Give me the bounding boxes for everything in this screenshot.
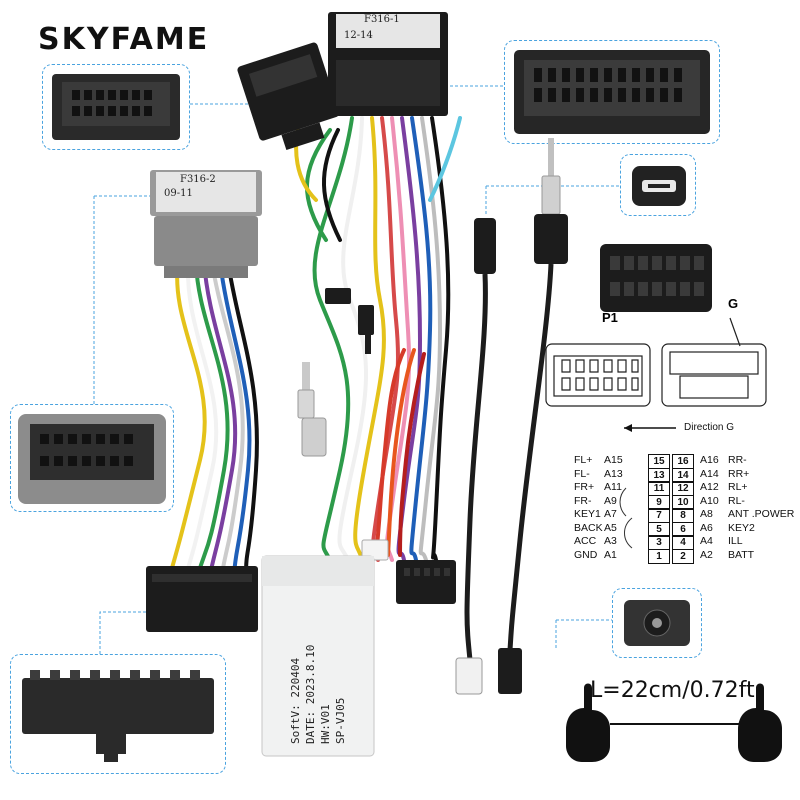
pin-number-right: 6 [672, 521, 694, 537]
mini-usb-face [632, 166, 686, 206]
iso-connector-top [600, 244, 712, 312]
branch-connector-small [325, 288, 374, 354]
pin-right-code: A12 [700, 481, 719, 493]
connector-small-white [361, 539, 389, 561]
canbox-line-3: HW:V01 [319, 704, 332, 744]
gray-connector-label-2: 09-11 [164, 188, 193, 199]
pin-number-left: 15 [648, 454, 670, 469]
direction-label: Direction G [684, 422, 735, 433]
pin-number-right: 4 [672, 535, 694, 550]
pin-right-code: A4 [700, 535, 713, 547]
pin-number-left: 1 [648, 548, 670, 564]
canbox-text: SoftV: 220404 DATE: 2023.8.10 HW:V01 SP-… [288, 554, 348, 744]
pin-left-code: A5 [604, 521, 617, 534]
antenna-adapter [297, 362, 327, 457]
pin-number-right: 8 [672, 508, 694, 523]
pin-number-left: 11 [648, 481, 670, 496]
connector-top-main [328, 12, 448, 116]
pin-right-code: A16 [700, 454, 719, 466]
pin-right-code: A8 [700, 508, 713, 520]
pin-number-left: 3 [648, 535, 670, 550]
pin-right-name: RL+ [728, 481, 748, 493]
pin-right-name: RR+ [728, 467, 750, 480]
pin-number-left: 13 [648, 467, 670, 483]
pin-left-name: FL+ [574, 454, 593, 466]
pin-number-left: 9 [648, 494, 670, 510]
pin-left-code: A1 [604, 548, 617, 561]
pin-number-right: 14 [672, 467, 694, 483]
length-indicator [566, 683, 782, 762]
pin-right-name: ANT .POWER [728, 508, 795, 520]
pin-left-name: BACK [574, 521, 603, 534]
pin-number-left: 7 [648, 508, 670, 523]
wire-bundle-center [294, 116, 462, 562]
cable-antenna [498, 138, 568, 694]
pin-left-name: KEY1 [574, 508, 601, 520]
pin-right-code: A6 [700, 521, 713, 534]
pin-right-name: RL- [728, 494, 745, 507]
pin-table-brackets [619, 487, 633, 549]
pin-left-code: A3 [604, 535, 617, 547]
direction-arrow [624, 424, 676, 432]
connector-face-gray [18, 414, 166, 504]
top-connector-label-1: F316-1 [364, 14, 400, 25]
brand-logo: SKYFAME [38, 22, 210, 57]
pin-number-left: 5 [648, 521, 670, 537]
pin-right-name: KEY2 [728, 521, 755, 534]
pin-left-name: FL- [574, 467, 590, 480]
connector-side-bottom-left [22, 670, 214, 762]
connector-face-top-right [514, 50, 710, 134]
label-g: G [728, 296, 739, 311]
connector-small-black [396, 560, 456, 604]
canbox-line-2: DATE: 2023.8.10 [304, 644, 317, 744]
wire-bundle-left [168, 260, 259, 577]
pin-left-name: FR- [574, 494, 592, 507]
pin-number-right: 12 [672, 481, 694, 496]
pin-right-code: A10 [700, 494, 719, 507]
pin-left-code: A7 [604, 508, 617, 520]
pin-left-code: A9 [604, 494, 617, 507]
canbox-line-1: SoftV: 220404 [289, 657, 302, 744]
wire-bundle-red [374, 348, 426, 557]
pin-left-name: GND [574, 548, 598, 561]
connector-bottom-long [146, 566, 258, 632]
pin-left-code: A13 [604, 467, 623, 480]
pin-number-right: 2 [672, 548, 694, 564]
iso-lineart-right [661, 317, 767, 407]
gray-connector-label-1: F316-2 [180, 174, 216, 185]
fakra-face [624, 600, 690, 646]
pin-number-right: 10 [672, 494, 694, 510]
pin-number-right: 16 [672, 454, 694, 469]
top-connector-label-2: 12-14 [344, 30, 373, 41]
iso-lineart-left [545, 343, 651, 407]
pin-right-code: A14 [700, 467, 719, 480]
label-p1: P1 [602, 310, 618, 325]
plug-top-left [237, 42, 340, 151]
pin-right-name: ILL [728, 535, 743, 547]
canbox-line-4: SP-VJ05 [334, 697, 347, 744]
pin-right-name: BATT [728, 548, 755, 561]
length-label: L=22cm/0.72ft [590, 678, 755, 703]
canbox-body [261, 555, 375, 757]
connector-face-top-left [52, 74, 180, 140]
pin-left-name: ACC [574, 535, 597, 547]
pin-right-name: RR- [728, 454, 747, 466]
pin-left-code: A15 [604, 454, 623, 466]
cable-mini-usb [455, 218, 496, 695]
connector-gray [150, 170, 262, 278]
pin-left-code: A11 [604, 481, 622, 493]
pin-right-code: A2 [700, 548, 713, 561]
pin-left-name: FR+ [574, 481, 595, 493]
